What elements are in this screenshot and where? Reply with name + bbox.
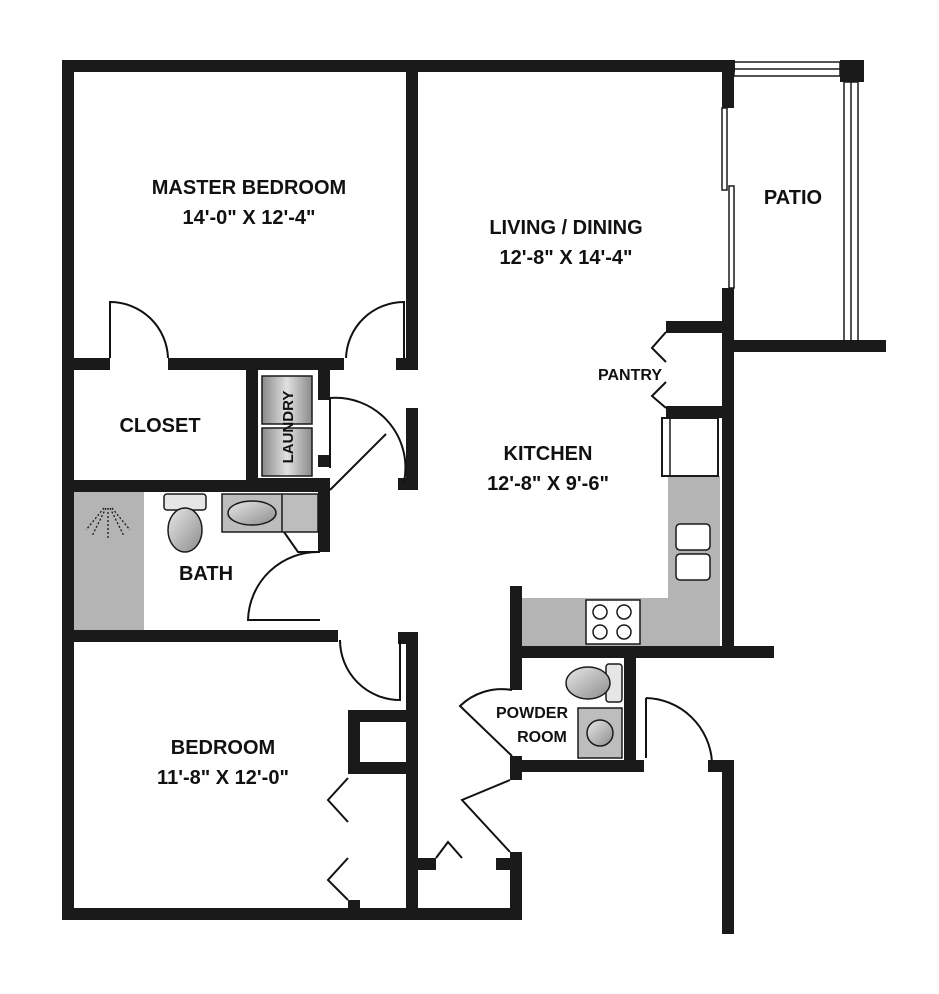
closet-name: CLOSET xyxy=(119,415,200,437)
wall-powder-left xyxy=(510,586,522,690)
wall-entry-right xyxy=(510,852,522,920)
washer-icon xyxy=(261,375,313,425)
wall-closet-right xyxy=(246,358,258,482)
wall-pantry-bottom xyxy=(666,406,722,418)
powder-sink-icon xyxy=(586,719,614,747)
wall-bedroom-stub xyxy=(398,632,418,644)
stove-icon xyxy=(585,599,641,645)
sliding-door xyxy=(721,107,735,289)
wall-door-stub xyxy=(398,478,418,490)
bath-door xyxy=(246,550,321,621)
bath-cabinet-door xyxy=(283,531,318,553)
bedroom-door xyxy=(339,639,401,702)
kitchen-dims: 12'-8" X 9'-6" xyxy=(487,473,609,495)
dryer-icon xyxy=(261,427,313,477)
bedroom-dims: 11'-8" X 12'-0" xyxy=(157,767,289,789)
toilet-icon xyxy=(167,507,203,553)
entry-closet-door xyxy=(460,779,511,853)
wall-bedroom-door-stub xyxy=(348,900,360,920)
laundry-name: LAUNDRY xyxy=(280,391,297,464)
entry-closet-door-2 xyxy=(435,840,463,859)
wall-bottom xyxy=(62,908,522,920)
wall-pantry-top xyxy=(666,321,734,333)
wall-right-upper xyxy=(722,60,734,108)
master-bedroom-name: MASTER BEDROOM xyxy=(152,177,346,199)
master-bedroom-door xyxy=(345,300,405,359)
walls xyxy=(62,60,886,934)
wall-right-lower xyxy=(722,760,734,934)
door-swings xyxy=(109,300,713,901)
pantry-door-bottom xyxy=(650,381,667,409)
powder-room-line1: POWDER xyxy=(496,705,568,722)
wall-top xyxy=(62,60,735,72)
powder-room-door xyxy=(458,688,513,757)
vanity-sink-icon xyxy=(227,500,277,526)
wall-master-bottom-c xyxy=(396,358,418,370)
patio-name: PATIO xyxy=(764,187,822,209)
refrigerator-icon xyxy=(661,417,719,477)
patio-post xyxy=(840,60,864,82)
front-door xyxy=(645,697,713,763)
wall-powder-top xyxy=(510,646,774,658)
living-dining-dims: 12'-8" X 14'-4" xyxy=(500,247,633,269)
pantry-door-top xyxy=(650,331,667,363)
master-bedroom-dims: 14'-0" X 12'-4" xyxy=(183,207,316,229)
bath-name: BATH xyxy=(179,563,233,585)
wall-entry-stub-left xyxy=(416,858,436,870)
pantry-name: PANTRY xyxy=(598,367,662,384)
kitchen-sink-icon xyxy=(675,523,711,551)
powder-room-line2: ROOM xyxy=(517,729,567,746)
fixtures xyxy=(85,375,719,759)
wall-patio-bottom xyxy=(722,340,886,352)
wall-laundry-right-b xyxy=(318,455,330,467)
shower-head-icon xyxy=(85,507,131,540)
wall-bath-right xyxy=(318,490,330,552)
wall-bedroom-right xyxy=(406,632,418,920)
room-labels: MASTER BEDROOM 14'-0" X 12'-4" LIVING / … xyxy=(119,177,822,789)
wall-master-right-low xyxy=(406,408,418,490)
laundry-door xyxy=(329,396,407,483)
wall-hall-closet-left xyxy=(348,710,360,774)
bedroom-closet-door-top xyxy=(326,777,349,823)
wall-powder-right xyxy=(624,646,636,772)
kitchen-name: KITCHEN xyxy=(504,443,593,465)
patio-railing xyxy=(733,61,859,343)
bedroom-name: BEDROOM xyxy=(171,737,275,759)
wall-laundry-right xyxy=(318,370,330,400)
master-closet-door xyxy=(109,300,169,359)
bedroom-closet-door-bottom xyxy=(326,857,349,901)
wall-bath-bottom xyxy=(62,630,338,642)
wall-master-right xyxy=(406,70,418,370)
living-dining-name: LIVING / DINING xyxy=(489,217,642,239)
wall-right-mid xyxy=(722,288,734,646)
powder-toilet-icon xyxy=(565,666,611,700)
wall-hall-closet-top xyxy=(348,710,408,722)
hall-door-leaf xyxy=(329,433,387,491)
wall-powder-bottom xyxy=(510,760,644,772)
wall-bath-top xyxy=(144,480,330,492)
shower-area xyxy=(73,492,144,632)
wall-hall-closet-bottom xyxy=(348,762,408,774)
wall-master-bottom-a xyxy=(62,358,110,370)
